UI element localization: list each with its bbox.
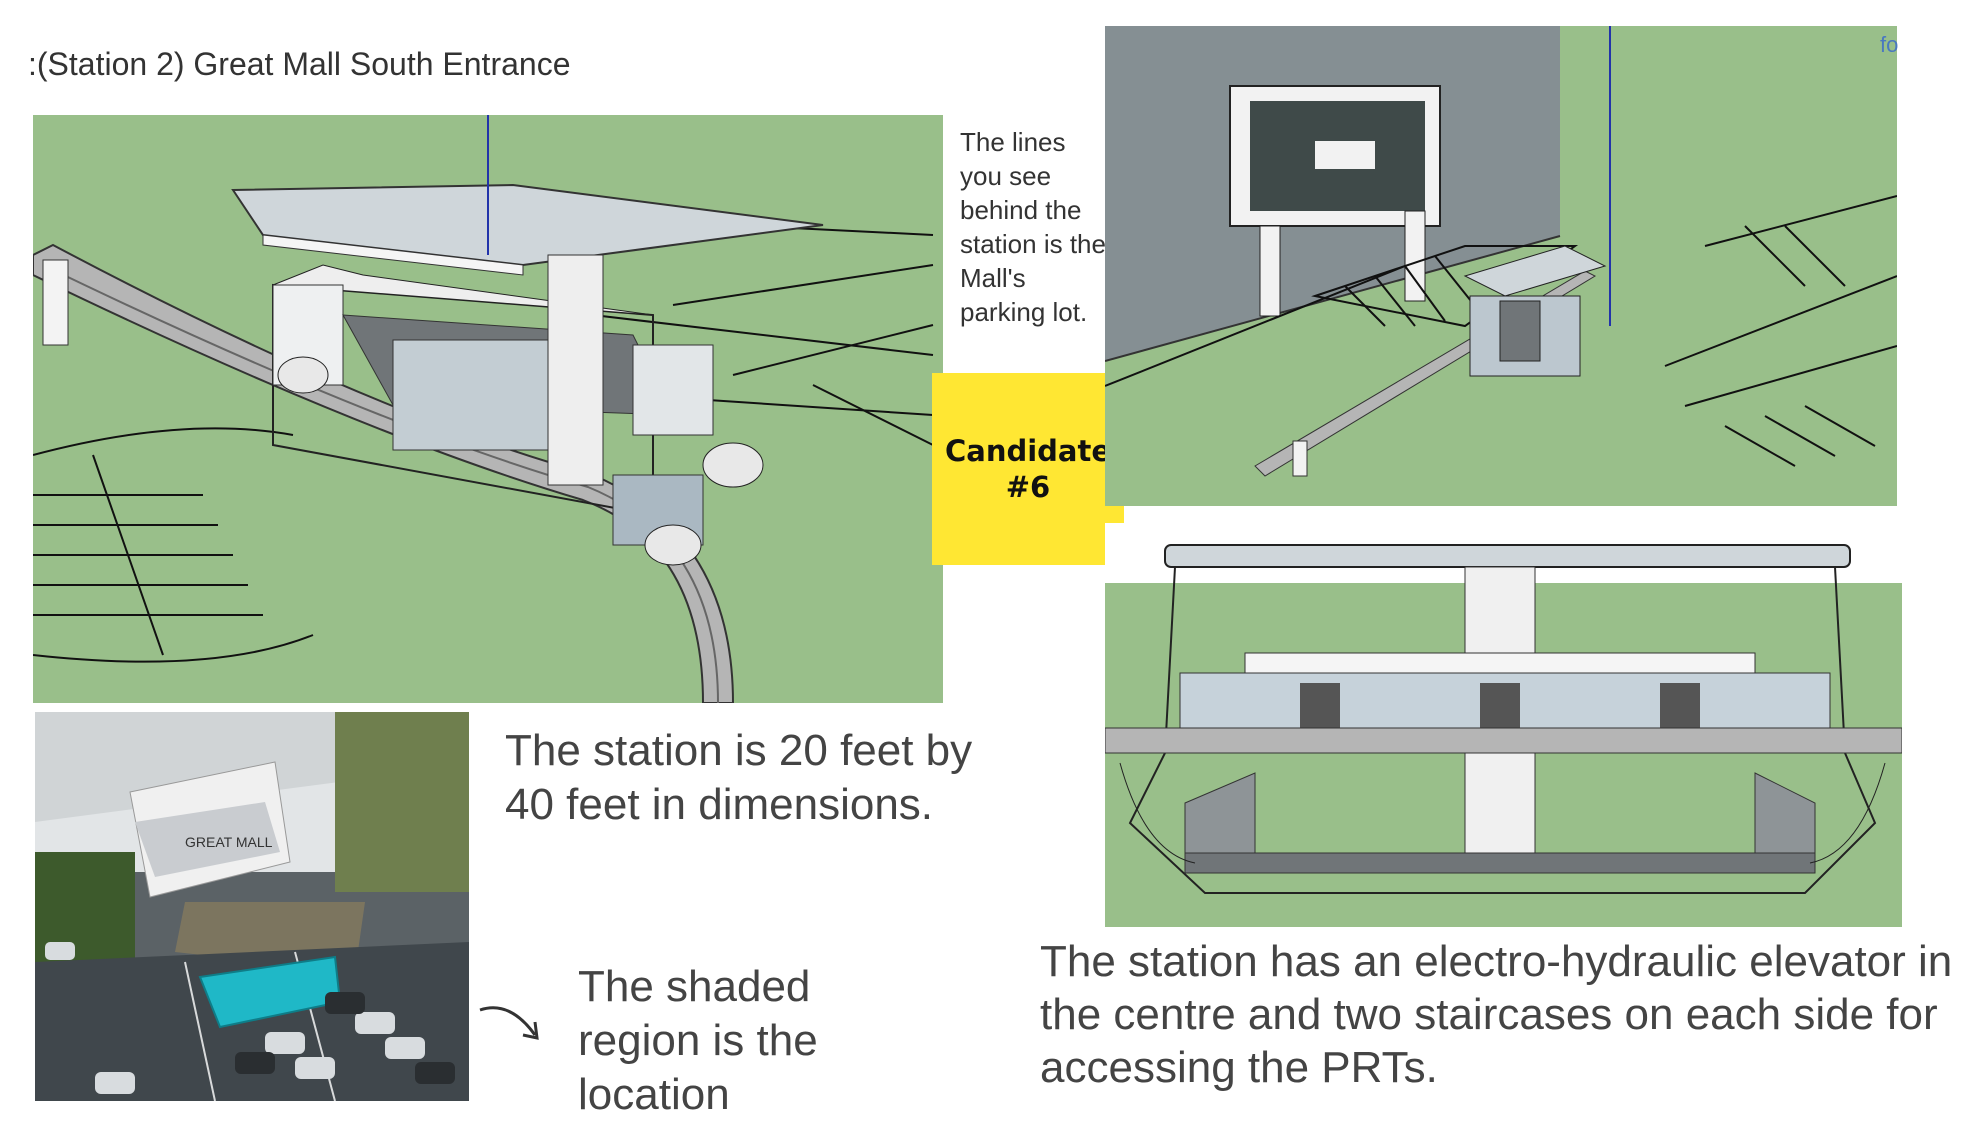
candidate-number: #6 — [1005, 470, 1051, 504]
station-model-perspective — [33, 115, 943, 703]
station-model-overview — [1105, 26, 1897, 506]
mall-sign — [1229, 85, 1441, 317]
candidate-badge: Candidate #6 — [932, 373, 1124, 565]
corner-caption: fo — [1880, 32, 1899, 57]
candidate-label: Candidate — [944, 434, 1112, 468]
satellite-location-photo: GREAT MALL — [35, 712, 469, 1101]
station-dimensions-text: The station is 20 feet by 40 feet in dim… — [505, 726, 973, 829]
pointer-arrow-icon — [479, 1006, 539, 1040]
mall-sign-text: GREAT MALL — [185, 834, 273, 850]
station-model-front-view — [1105, 523, 1902, 927]
shaded-region-text: The shaded region is the location — [578, 962, 818, 1119]
page-title: :(Station 2) Great Mall South Entrance — [28, 46, 571, 82]
elevator-description-text: The station has an electro-hydraulic ele… — [1040, 937, 1953, 1092]
parking-lot-note: The lines you see behind the station is … — [960, 127, 1106, 327]
